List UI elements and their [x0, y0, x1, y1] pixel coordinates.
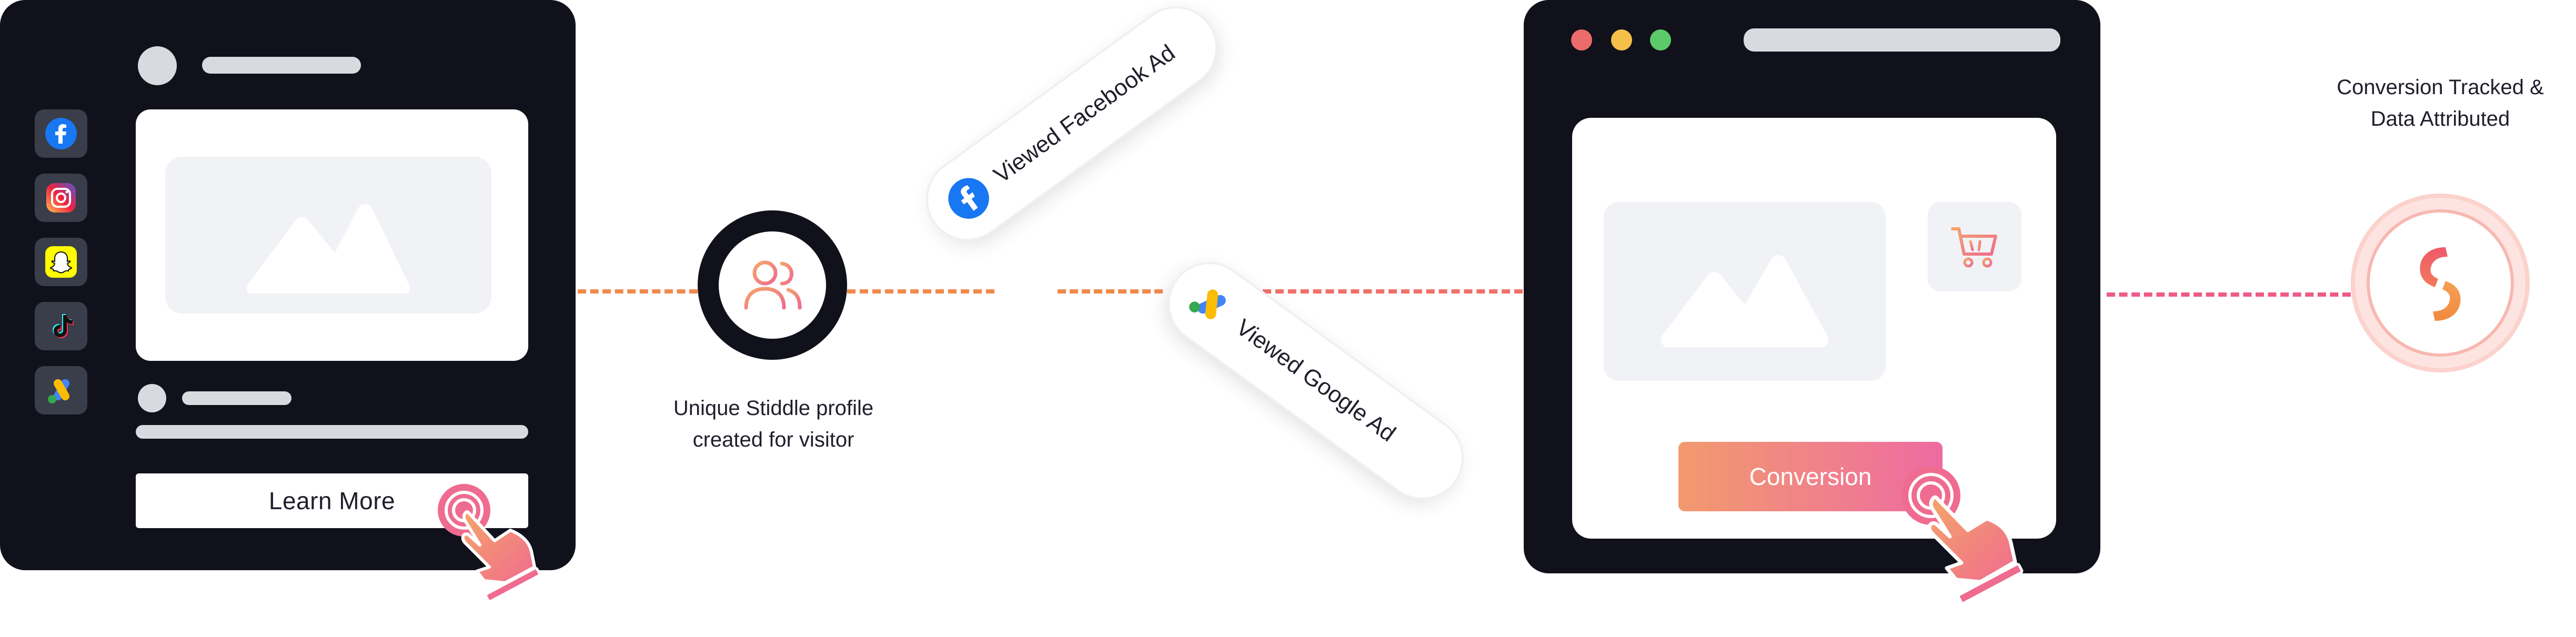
connector-profile-to-touchpoints	[847, 289, 994, 294]
profile-inner	[719, 231, 826, 339]
image-placeholder-icon	[1661, 255, 1828, 347]
result-title-line1: Conversion Tracked &	[2337, 76, 2544, 99]
address-bar[interactable]	[1744, 28, 2060, 52]
profile-caption-line2: created for visitor	[692, 428, 854, 451]
google-ads-platform[interactable]	[35, 366, 87, 414]
image-placeholder-icon	[247, 204, 410, 294]
connector-touchpoints-to-site	[1263, 289, 1523, 294]
users-icon	[744, 260, 802, 310]
comment-avatar	[138, 384, 166, 412]
tiktok-icon	[53, 314, 74, 338]
connector-touchpoints-mid	[1058, 289, 1163, 294]
touchpoint-google-pill: Viewed Google Ad	[1154, 248, 1477, 513]
google-ads-icon	[48, 379, 69, 403]
result-logo-inner	[2370, 213, 2511, 353]
touchpoint-facebook-pill: Viewed Facebook Ad	[912, 0, 1231, 255]
tiktok-platform[interactable]	[35, 302, 87, 350]
ad-avatar	[138, 46, 177, 85]
touchpoint-google-label: Viewed Google Ad	[1231, 314, 1401, 447]
comment-name-bar	[182, 391, 291, 405]
profile-caption-line1: Unique Stiddle profile	[673, 397, 874, 420]
conversion-label: Conversion	[1749, 463, 1872, 490]
connector-ad-to-profile	[578, 289, 698, 294]
facebook-icon	[948, 178, 989, 219]
shopping-cart-icon	[1951, 227, 1997, 268]
minimize-window-dot[interactable]	[1611, 29, 1632, 50]
connector-site-to-result	[2107, 292, 2351, 297]
conversion-button[interactable]: Conversion	[1678, 442, 1943, 511]
facebook-icon	[45, 118, 77, 149]
visitor-profile	[698, 210, 847, 360]
comment-text-bar	[136, 425, 528, 439]
ad-creative	[136, 109, 528, 361]
snapchat-icon	[45, 246, 77, 278]
result-logo-badge	[2351, 194, 2530, 372]
cart-button[interactable]	[1928, 202, 2021, 291]
tap-hand-icon	[1901, 466, 2024, 605]
result-title-line2: Data Attributed	[2370, 107, 2510, 130]
tap-hand-icon	[438, 484, 541, 603]
instagram-platform[interactable]	[35, 174, 87, 222]
snapchat-platform[interactable]	[35, 238, 87, 286]
instagram-icon	[46, 183, 76, 213]
result-title: Conversion Tracked & Data Attributed	[2305, 72, 2576, 135]
facebook-platform[interactable]	[35, 109, 87, 158]
social-ad-card: Learn More	[0, 0, 576, 570]
product-image-placeholder	[1604, 202, 1886, 381]
stiddle-logo-icon	[2420, 247, 2461, 321]
close-window-dot[interactable]	[1571, 29, 1592, 50]
ad-name-bar	[202, 57, 361, 74]
image-placeholder	[165, 157, 491, 314]
learn-more-label: Learn More	[268, 487, 396, 514]
maximize-window-dot[interactable]	[1650, 29, 1671, 50]
touchpoint-facebook-label: Viewed Facebook Ad	[989, 39, 1180, 188]
google-ads-icon	[1189, 289, 1226, 319]
profile-caption: Unique Stiddle profile created for visit…	[631, 392, 915, 456]
